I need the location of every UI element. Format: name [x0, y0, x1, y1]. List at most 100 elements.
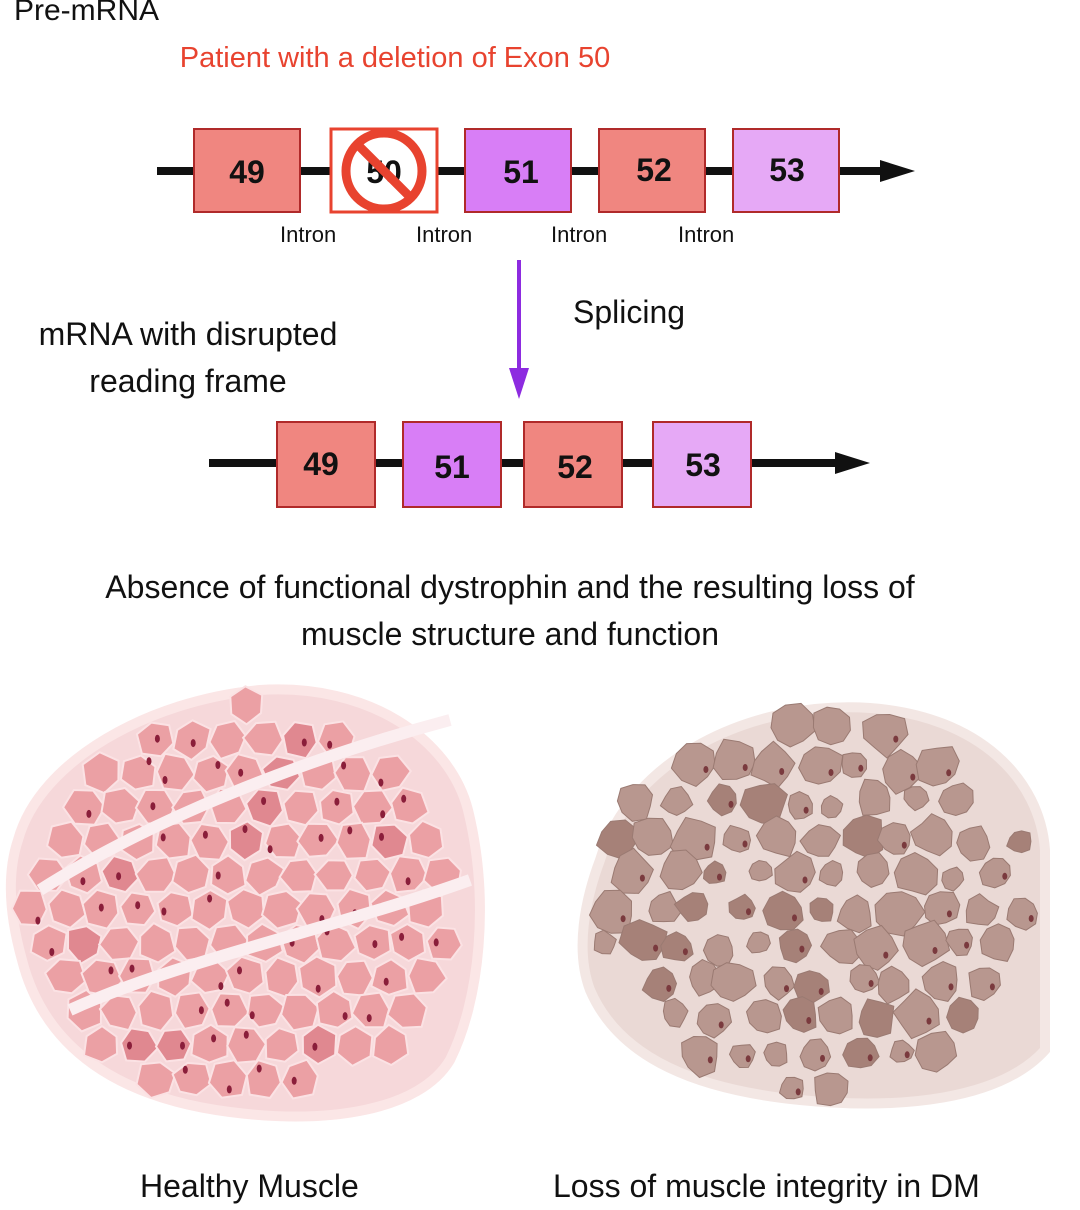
muscle-fiber — [282, 721, 318, 760]
muscle-fiber — [853, 924, 899, 971]
exon-label: 53 — [685, 447, 721, 483]
muscle-fiber — [139, 921, 177, 964]
exon-label: 53 — [769, 152, 805, 188]
exon-rect — [193, 128, 301, 213]
nucleus — [86, 809, 92, 818]
muscle-fiber — [350, 991, 391, 1029]
nucleus — [910, 773, 916, 781]
exon-label: 51 — [434, 449, 470, 485]
mrna-exon-box-51: 51 — [402, 421, 502, 508]
nucleus — [728, 800, 734, 808]
muscle-fiber — [280, 1058, 319, 1100]
muscle-fiber — [390, 786, 430, 825]
muscle-fiber — [670, 742, 716, 787]
muscle-fiber — [335, 821, 372, 860]
nucleus — [291, 1076, 297, 1085]
nucleus — [620, 915, 626, 923]
nucleus — [742, 764, 748, 771]
muscle-fiber — [659, 785, 694, 816]
nucleus — [1028, 915, 1034, 922]
splicing-arrowhead — [509, 368, 529, 399]
healthy-muscle-label: Healthy Muscle — [140, 1168, 359, 1204]
muscle-fiber — [228, 820, 265, 862]
muscle-fiber — [820, 795, 844, 819]
nucleus — [182, 1065, 188, 1074]
mrna-exon-box-49: 49 — [276, 421, 376, 508]
muscle-fiber — [956, 825, 991, 862]
nucleus — [226, 1085, 232, 1094]
muscle-fiber — [610, 847, 654, 894]
nucleus — [267, 845, 273, 854]
muscle-fiber — [945, 928, 973, 957]
nucleus — [261, 797, 267, 805]
nucleus — [399, 932, 405, 941]
nucleus — [867, 1054, 873, 1062]
muscle-fiber — [119, 754, 157, 791]
nucleus — [341, 761, 347, 770]
nucleus — [433, 938, 439, 947]
nucleus — [666, 984, 672, 992]
muscle-fiber — [282, 789, 320, 827]
nucleus — [162, 776, 168, 784]
muscle-fiber — [914, 1030, 958, 1073]
muscle-fiber — [388, 922, 427, 963]
muscle-fiber — [631, 817, 674, 856]
intron-label: Intron — [678, 222, 735, 247]
nucleus — [318, 833, 324, 842]
nucleus — [146, 757, 152, 766]
mrna-exon-box-52: 52 — [523, 421, 623, 508]
muscle-fiber — [229, 685, 264, 726]
nucleus — [198, 1006, 204, 1015]
nucleus — [946, 769, 952, 777]
exon-rect — [276, 421, 376, 508]
muscle-fiber — [877, 965, 910, 1005]
muscle-fiber — [770, 702, 816, 748]
nucleus — [803, 806, 809, 814]
muscle-fiber — [224, 955, 265, 995]
muscle-fiber — [616, 784, 654, 822]
muscle-fiber — [318, 788, 355, 826]
muscle-fiber — [858, 998, 895, 1038]
nucleus — [98, 903, 104, 912]
muscle-fiber — [903, 786, 930, 812]
exon-box-50-deleted: 50 — [329, 127, 439, 214]
muscle-fiber — [818, 859, 844, 887]
exon-rect — [598, 128, 706, 213]
pre-mrna-arrowhead — [880, 160, 915, 182]
muscle-fiber — [29, 924, 68, 963]
muscle-fiber — [858, 778, 891, 816]
nucleus — [795, 1088, 801, 1096]
exon-label: 52 — [636, 152, 672, 188]
muscle-fiber — [43, 958, 88, 995]
muscle-fiber — [862, 713, 909, 759]
exon-label: 52 — [557, 449, 593, 485]
mrna-arrowhead — [835, 452, 870, 474]
nucleus — [379, 832, 384, 841]
nucleus — [818, 988, 824, 995]
nucleus — [682, 948, 688, 956]
muscle-fiber — [98, 994, 138, 1032]
nucleus — [1002, 872, 1008, 880]
nucleus — [792, 914, 797, 922]
muscle-fiber — [593, 929, 617, 955]
muscle-fiber — [425, 926, 463, 961]
nucleus — [129, 964, 135, 973]
muscle-fiber — [370, 958, 409, 996]
muscle-fiber — [246, 992, 286, 1029]
exon-rect — [523, 421, 623, 508]
muscle-fiber — [171, 853, 211, 895]
fascicle-gap — [67, 874, 473, 1016]
muscle-fiber — [819, 929, 864, 965]
muscle-fiber — [134, 856, 178, 893]
muscle-fiber — [836, 894, 872, 934]
muscle-fiber — [841, 752, 868, 778]
muscle-fiber — [173, 991, 211, 1031]
muscle-fiber — [10, 889, 48, 927]
muscle-fiber — [1006, 897, 1038, 931]
exon-box-53: 53 — [732, 128, 840, 213]
nucleus — [211, 1034, 217, 1043]
nucleus — [946, 910, 952, 918]
nucleus — [180, 1041, 185, 1050]
nucleus — [378, 778, 384, 787]
muscle-fiber — [137, 989, 175, 1032]
